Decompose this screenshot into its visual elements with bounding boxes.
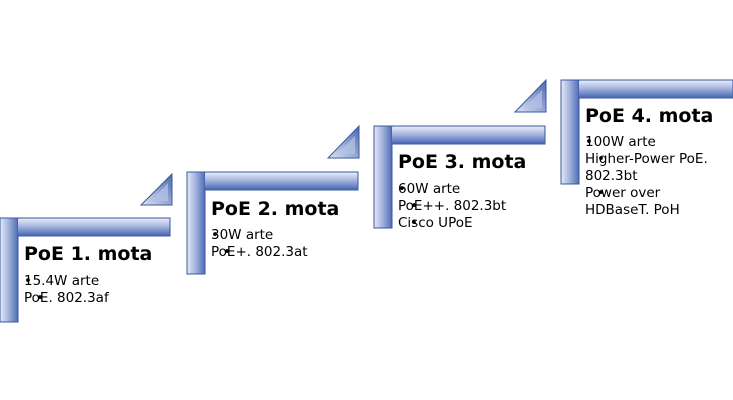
step-4-bullets: 100W arte Higher-Power PoE. 802.3bt Powe… xyxy=(585,134,723,219)
step-4-bracket xyxy=(560,79,733,185)
step-1-arrow-triangle xyxy=(139,172,173,206)
step-3-bracket xyxy=(373,125,546,229)
step-2-bullet-2: PoE+. 802.3at xyxy=(211,244,361,261)
step-4-title: PoE 4. mota xyxy=(585,105,714,127)
step-2-bullets: 30W arte PoE+. 802.3at xyxy=(211,227,361,261)
step-3-bullets: 60W arte PoE++. 802.3bt Cisco UPoE xyxy=(398,181,548,232)
step-3-bullet-3: Cisco UPoE xyxy=(398,215,548,232)
step-1-bracket xyxy=(0,217,171,323)
step-2-bracket xyxy=(186,171,359,275)
step-1-bullet-2: PoE. 802.3af xyxy=(24,290,174,307)
step-1-bullet-1: 15.4W arte xyxy=(24,273,174,290)
step-3-bullet-2: PoE++. 802.3bt xyxy=(398,198,548,215)
step-2-arrow-triangle xyxy=(326,124,360,159)
step-2-bullet-1: 30W arte xyxy=(211,227,361,244)
step-4-bullet-1: 100W arte xyxy=(585,134,723,151)
step-1-title: PoE 1. mota xyxy=(24,243,153,265)
step-4-bullet-2: Higher-Power PoE. 802.3bt xyxy=(585,151,723,185)
step-3-bullet-1: 60W arte xyxy=(398,181,548,198)
step-3-title: PoE 3. mota xyxy=(398,151,527,173)
step-2-title: PoE 2. mota xyxy=(211,198,340,220)
step-1-bullets: 15.4W arte PoE. 802.3af xyxy=(24,273,174,307)
step-3-arrow-triangle xyxy=(513,78,547,113)
step-4-bullet-3: Power over HDBaseT. PoH xyxy=(585,185,723,219)
